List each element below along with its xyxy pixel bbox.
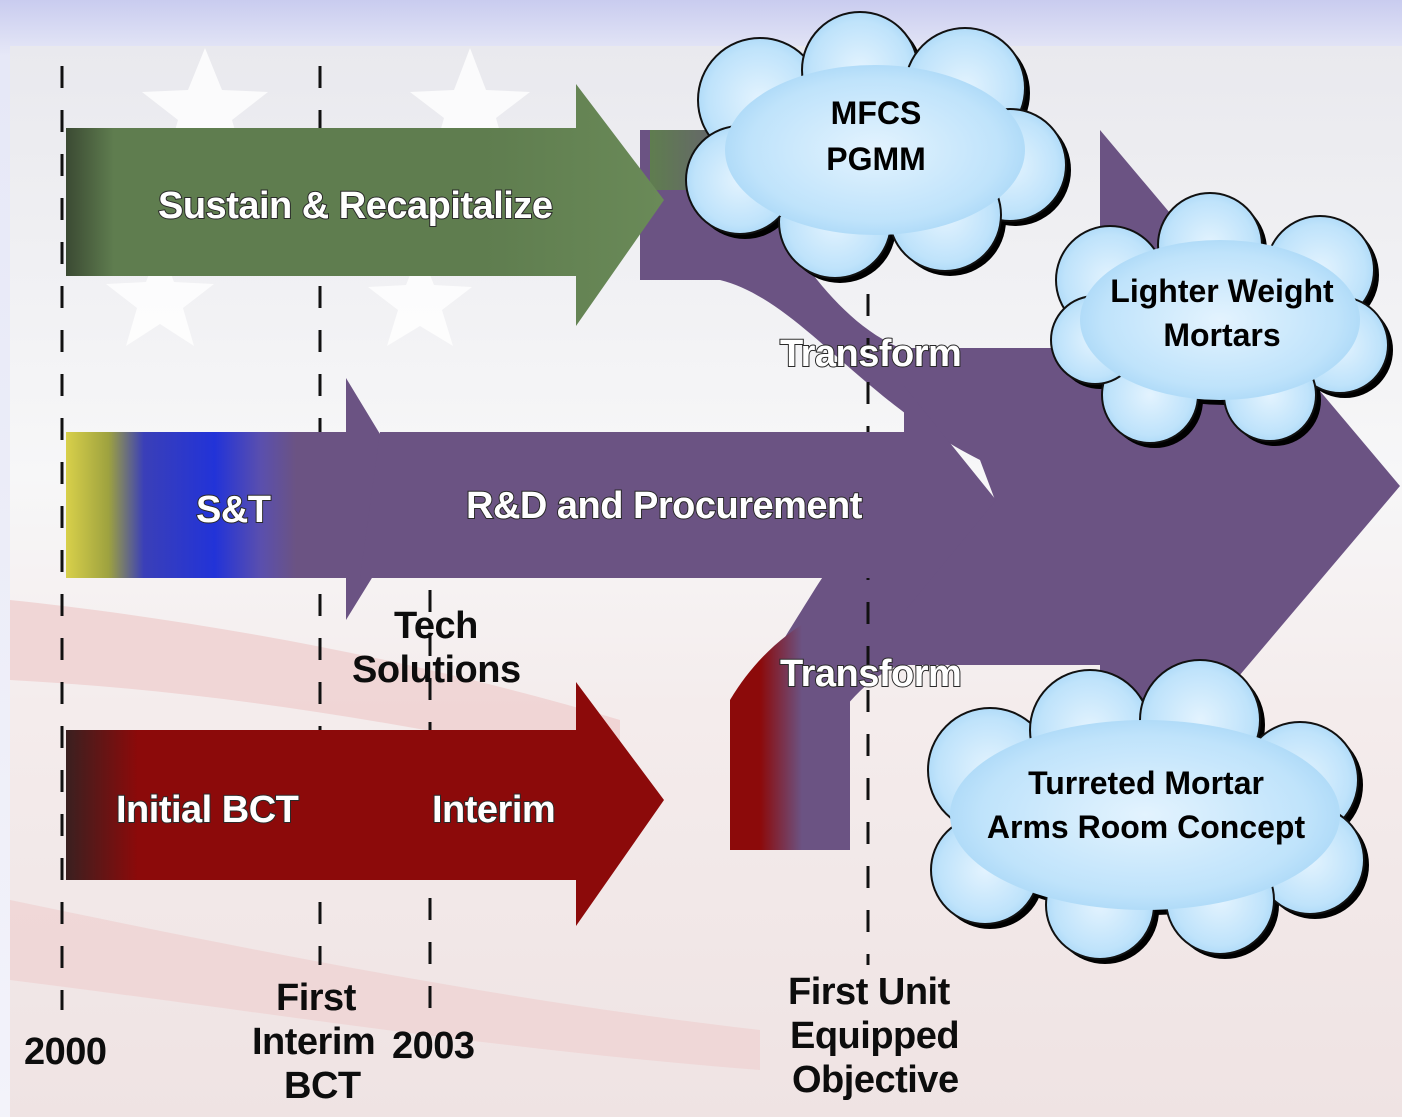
cloud-turreted-mortar: Turreted Mortar Arms Room Concept xyxy=(927,659,1369,964)
milestone-first-interim-line2: Interim xyxy=(252,1021,375,1063)
tech-solutions-line2: Solutions xyxy=(352,649,521,691)
cloud-turreted-line2: Arms Room Concept xyxy=(987,809,1306,845)
cloud-lighter-weight-mortars: Lighter Weight Mortars xyxy=(1050,192,1393,448)
cloud-lwm-line1: Lighter Weight xyxy=(1110,273,1334,309)
st-rd-arrow xyxy=(66,378,996,620)
cloud-mfcs-line2: PGMM xyxy=(826,141,926,177)
tech-solutions-line1: Tech xyxy=(394,605,478,647)
milestone-first-unit-line1: First Unit xyxy=(788,971,951,1013)
milestone-first-unit-line3: Objective xyxy=(792,1059,959,1101)
rd-label: R&D and Procurement xyxy=(466,485,863,527)
cloud-mfcs-line1: MFCS xyxy=(831,95,922,131)
transform-bottom-label: Transform xyxy=(780,653,961,695)
cloud-mfcs-pgmm: MFCS PGMM xyxy=(685,11,1071,283)
sustain-label: Sustain & Recapitalize xyxy=(158,185,552,227)
milestone-first-interim-line3: BCT xyxy=(284,1065,361,1107)
milestone-2003-label: 2003 xyxy=(392,1025,475,1067)
red-to-purple-blend xyxy=(730,600,850,850)
interim-label: Interim xyxy=(432,789,555,831)
sustain-arrow xyxy=(66,84,664,326)
initial-bct-label: Initial BCT xyxy=(116,789,299,831)
milestone-first-unit-line2: Equipped xyxy=(790,1015,959,1057)
transform-top-label: Transform xyxy=(780,333,961,375)
flag-stripes-decoration xyxy=(10,600,760,1070)
cloud-lwm-line2: Mortars xyxy=(1163,317,1280,353)
milestone-2000-label: 2000 xyxy=(24,1031,107,1073)
initial-bct-arrow xyxy=(66,682,664,926)
st-label: S&T xyxy=(196,489,271,531)
cloud-turreted-line1: Turreted Mortar xyxy=(1028,765,1264,801)
milestone-first-interim-line1: First xyxy=(276,977,357,1019)
